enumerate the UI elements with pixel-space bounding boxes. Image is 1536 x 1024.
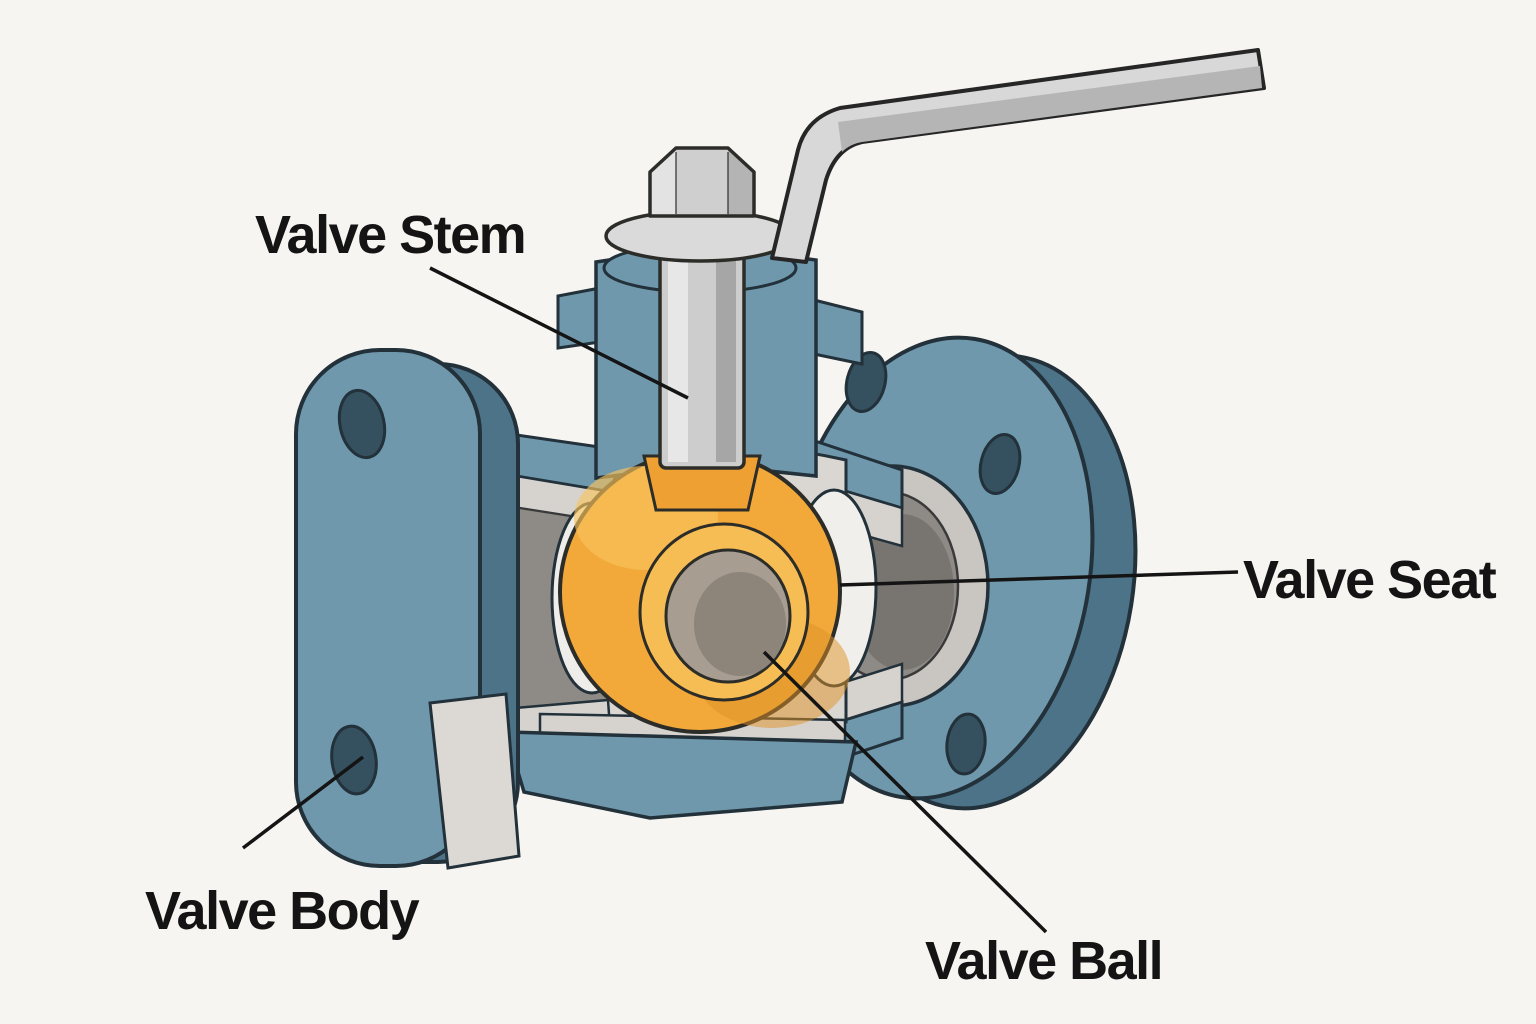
valve-body-label: Valve Body: [145, 881, 420, 941]
handle-washer-disc: [604, 209, 796, 263]
leader-line-stem: [429, 266, 689, 400]
bolt-hole: [978, 433, 1022, 495]
bolt-hole: [337, 388, 387, 460]
bolt-hole: [330, 724, 378, 796]
valve-stem-label: Valve Stem: [255, 205, 527, 265]
hex-nut: [648, 146, 756, 218]
valve-seat-label: Valve Seat: [1243, 550, 1497, 610]
valve-ball-label: Valve Ball: [925, 931, 1164, 991]
handle-shape: [770, 48, 1266, 264]
bolt-hole: [945, 712, 987, 776]
left-flange: [294, 348, 521, 870]
valve-ball-shape: [558, 450, 850, 734]
valve-stem-shape: [658, 204, 746, 470]
leader-line-seat: [839, 570, 1239, 587]
leader-lines: [241, 266, 1239, 934]
bolt-hole: [844, 351, 888, 413]
leader-line-ball: [762, 650, 1048, 934]
leader-line-body: [241, 755, 365, 850]
